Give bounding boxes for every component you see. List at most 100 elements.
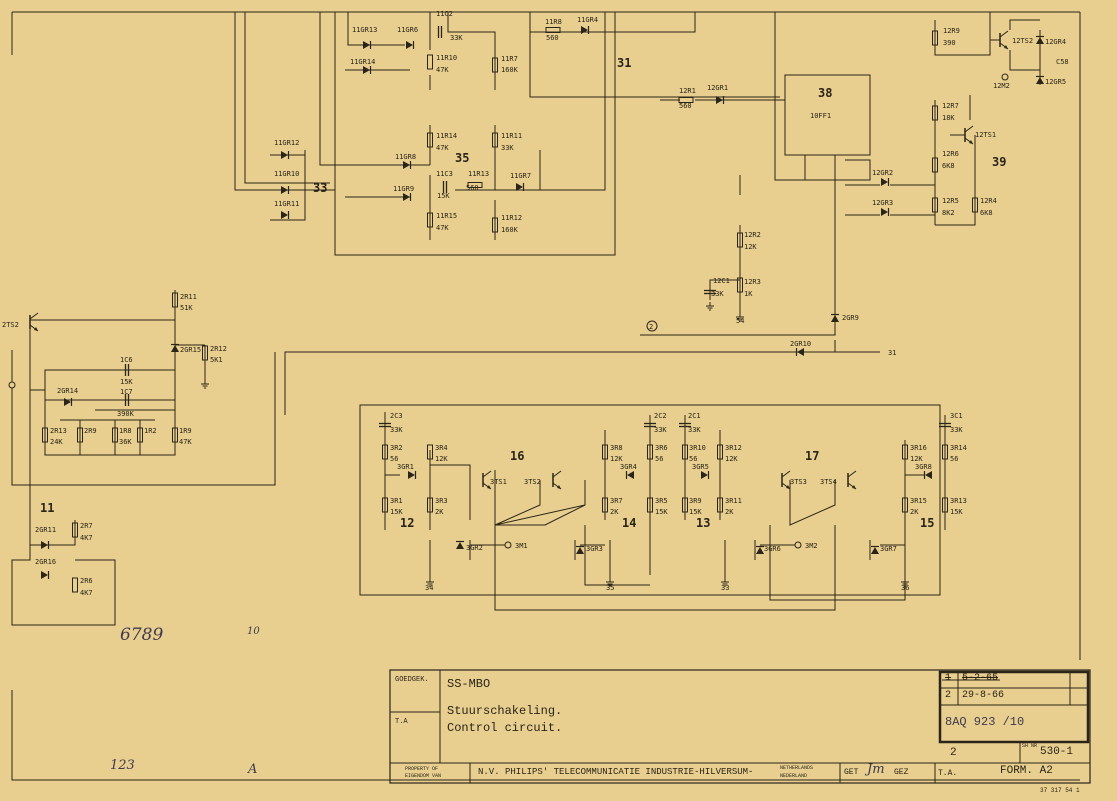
- val-1c6: 15K: [120, 378, 133, 386]
- ref-2r13: 2R13: [50, 427, 67, 435]
- ref-12ts2: 12TS2: [1012, 37, 1033, 45]
- val-1r9: 47K: [179, 438, 192, 446]
- val-3r15: 2K: [910, 508, 919, 516]
- block-38: 38: [818, 86, 832, 100]
- ref-11gr7: 11GR7: [510, 172, 531, 180]
- sheet-count: 2: [950, 747, 957, 759]
- terminal-31: 31: [888, 349, 896, 357]
- ref-11r12: 11R12: [501, 214, 522, 222]
- ref-12c1: 12C1: [713, 277, 730, 285]
- block-31: 31: [617, 56, 631, 70]
- title-block: [389, 669, 1091, 784]
- ref-3r1: 3R1: [390, 497, 403, 505]
- form-size: FORM. A2: [1000, 765, 1053, 777]
- ref-3gr3: 3GR3: [586, 545, 603, 553]
- ref-c58: C58: [1056, 58, 1069, 66]
- val-11r11: 33K: [501, 144, 514, 152]
- ref-12ts1: 12TS1: [975, 131, 996, 139]
- ref-11c3: 11C3: [436, 170, 453, 178]
- ref-3r7: 3R7: [610, 497, 623, 505]
- terminal-2: 2: [649, 323, 653, 331]
- ref-3m1: 3M1: [515, 542, 528, 550]
- gez-signature: Jm: [867, 762, 885, 777]
- ref-3r11: 3R11: [725, 497, 742, 505]
- block-14: 14: [622, 516, 636, 530]
- val-12r6: 6K8: [942, 162, 955, 170]
- ref-2gr11: 2GR11: [35, 526, 56, 534]
- component-labels: 11R8 560 11GR4 11R7 160K 11C2 33K 11R10 …: [2, 10, 1069, 597]
- title-english: Control circuit.: [447, 721, 563, 735]
- ref-11gr9: 11GR9: [393, 185, 414, 193]
- ref-12gr2: 12GR2: [872, 169, 893, 177]
- ref-2r6: 2R6: [80, 577, 93, 585]
- ta2-label: T.A.: [938, 769, 958, 778]
- ref-12gr1: 12GR1: [707, 84, 728, 92]
- ref-3r12: 3R12: [725, 444, 742, 452]
- gez-label: GEZ: [894, 768, 909, 777]
- ref-2r7: 2R7: [80, 522, 93, 530]
- val-2r11: 51K: [180, 304, 193, 312]
- ref-3r8: 3R8: [610, 444, 623, 452]
- terminal-36: 36: [901, 584, 909, 592]
- ref-3r9: 3R9: [689, 497, 702, 505]
- val-3c1: 33K: [950, 426, 963, 434]
- property-of-label: PROPERTY OF: [405, 766, 439, 772]
- ref-2ts2: 2TS2: [2, 321, 19, 329]
- val-2c3: 33K: [390, 426, 403, 434]
- ref-3ts1: 3TS1: [490, 478, 507, 486]
- handwritten-note-123: 123: [110, 758, 135, 773]
- val-12c1: 33K: [711, 290, 724, 298]
- val-1r8: 36K: [119, 438, 132, 446]
- val-11c3: 15K: [437, 192, 450, 200]
- ref-11r8: 11R8: [545, 18, 562, 26]
- ref-3gr6: 3GR6: [764, 545, 781, 553]
- val-11r8: 560: [546, 34, 559, 42]
- ref-3r5: 3R5: [655, 497, 668, 505]
- ref-10ff1: 10FF1: [810, 112, 831, 120]
- ref-3r3: 3R3: [435, 497, 448, 505]
- block-33: 33: [313, 181, 327, 195]
- ref-2gr15: 2GR15: [180, 346, 201, 354]
- ref-12r3: 12R3: [744, 278, 761, 286]
- ref-3r13: 3R13: [950, 497, 967, 505]
- val-2r13: 24K: [50, 438, 63, 446]
- goedgek-label: GOEDGEK.: [395, 676, 429, 684]
- val-2c1: 33K: [688, 426, 701, 434]
- ref-2r12: 2R12: [210, 345, 227, 353]
- ref-3gr4: 3GR4: [620, 463, 637, 471]
- handwritten-note-a: A: [248, 762, 258, 777]
- val-12r5: 8K2: [942, 209, 955, 217]
- val-3r6: 56: [655, 455, 663, 463]
- ref-11gr4: 11GR4: [577, 16, 598, 24]
- ref-3m2: 3M2: [805, 542, 818, 550]
- ref-1c7: 1C7: [120, 388, 133, 396]
- block-35: 35: [455, 151, 469, 165]
- ref-12gr5: 12GR5: [1045, 78, 1066, 86]
- ref-1r9: 1R9: [179, 427, 192, 435]
- val-3r13: 15K: [950, 508, 963, 516]
- ref-12r1: 12R1: [679, 87, 696, 95]
- revision-1-date: 5-2-65: [962, 673, 999, 684]
- ref-12gr4: 12GR4: [1045, 38, 1066, 46]
- val-11r10: 47K: [436, 66, 449, 74]
- ref-11gr6: 11GR6: [397, 26, 418, 34]
- val-3r7: 2K: [610, 508, 619, 516]
- ref-11r13: 11R13: [468, 170, 489, 178]
- ref-3gr8: 3GR8: [915, 463, 932, 471]
- ref-12r2: 12R2: [744, 231, 761, 239]
- components: [8, 25, 1045, 593]
- ref-11gr10: 11GR10: [274, 170, 299, 178]
- sheet-number: 530-1: [1040, 746, 1074, 758]
- revision-2-date: 29-8-66: [962, 690, 1005, 701]
- val-3r11: 2K: [725, 508, 734, 516]
- val-3r3: 2K: [435, 508, 444, 516]
- ref-1c6: 1C6: [120, 356, 133, 364]
- ref-3gr1: 3GR1: [397, 463, 414, 471]
- ref-3r15: 3R15: [910, 497, 927, 505]
- val-3r10: 56: [689, 455, 697, 463]
- company-name: N.V. PHILIPS' TELECOMMUNICATIE INDUSTRIE…: [478, 767, 754, 777]
- ref-12r5: 12R5: [942, 197, 959, 205]
- ref-11c2: 11C2: [436, 10, 453, 18]
